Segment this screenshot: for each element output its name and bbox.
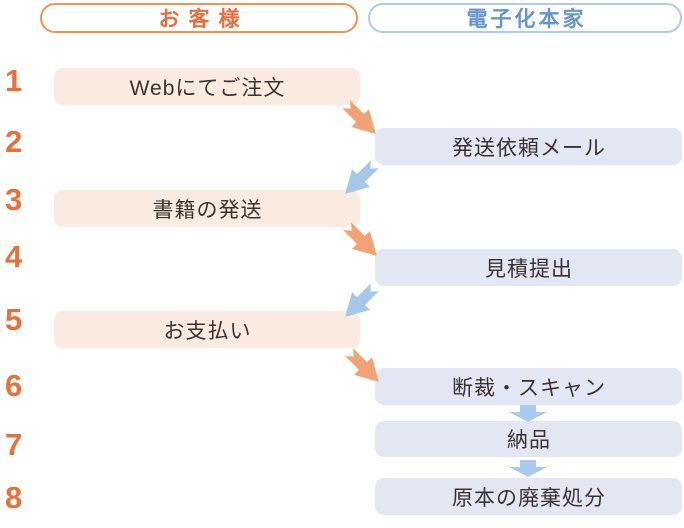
customer-column-label: お客様 <box>158 8 249 31</box>
customer-column-header: お客様 <box>40 3 358 33</box>
step-number-4: 4 <box>5 239 23 274</box>
step-number-8: 8 <box>5 480 23 515</box>
step-box-shipping-request: 発送依頼メール <box>375 128 682 165</box>
step-number-6: 6 <box>5 368 23 403</box>
step-number-2: 2 <box>5 124 23 159</box>
step-box-quotation: 見積提出 <box>375 249 682 286</box>
arrow-down-right-icon <box>342 100 376 134</box>
company-column-label: 電子化本家 <box>466 8 587 31</box>
arrow-down-left-icon <box>345 160 379 194</box>
arrow-down-icon <box>509 405 547 422</box>
step-number-7: 7 <box>5 427 23 462</box>
arrow-down-left-icon <box>345 283 379 317</box>
arrow-down-right-icon <box>343 222 377 256</box>
step-box-cut-scan: 断裁・スキャン <box>375 368 682 405</box>
step-box-disposal: 原本の廃棄処分 <box>375 478 682 515</box>
step-number-5: 5 <box>5 302 23 337</box>
arrow-down-icon <box>509 460 547 477</box>
step-box-payment: お支払い <box>54 311 360 348</box>
step-number-1: 1 <box>5 63 23 98</box>
step-number-3: 3 <box>5 182 23 217</box>
step-box-book-shipping: 書籍の発送 <box>54 190 360 227</box>
company-column-header: 電子化本家 <box>368 3 682 33</box>
step-box-delivery: 納品 <box>375 421 682 457</box>
step-box-web-order: Webにてご注文 <box>54 68 360 105</box>
arrow-down-right-icon <box>345 348 379 382</box>
